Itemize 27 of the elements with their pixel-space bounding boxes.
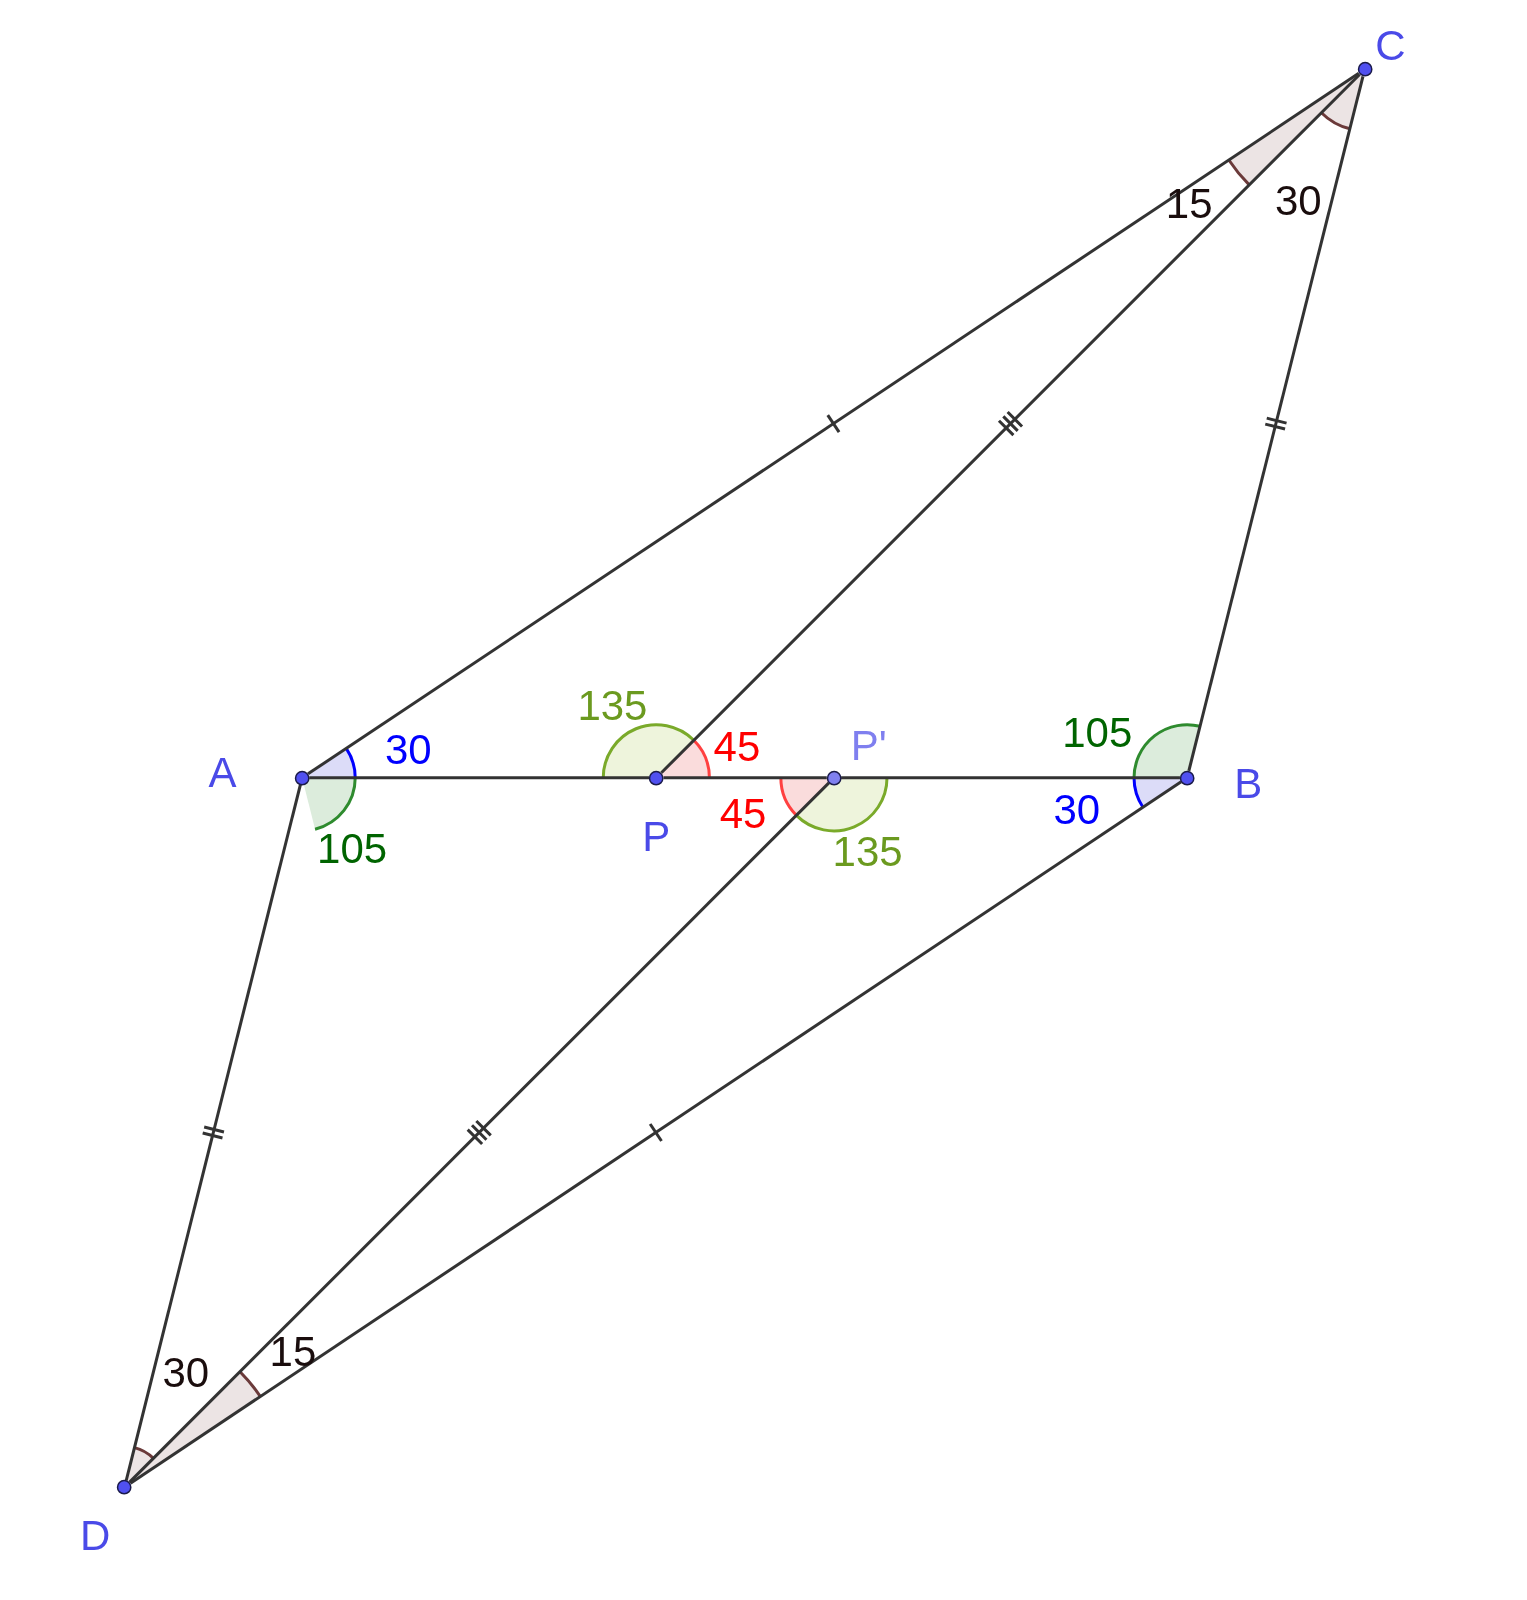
angle-measure: 135 <box>832 831 903 874</box>
line-segment <box>841 776 1180 780</box>
angle-measure: 105 <box>1062 711 1133 754</box>
angle-measure: 45 <box>719 792 767 835</box>
point-label: B <box>1234 762 1263 805</box>
line-segment <box>1187 75 1365 772</box>
angle-measure: 135 <box>577 685 648 728</box>
point-label: P' <box>850 725 887 768</box>
angle-measure: 30 <box>1275 180 1322 223</box>
angle-measure: 45 <box>713 726 761 769</box>
line-segment <box>129 780 1182 1485</box>
angle-measure: 15 <box>269 1331 317 1374</box>
angle-measure: 105 <box>317 828 388 871</box>
line-segment <box>660 73 1361 774</box>
angle-measure: 15 <box>1165 183 1213 226</box>
point-label: P <box>642 815 671 858</box>
line-segment <box>309 776 650 780</box>
line-segment <box>128 781 830 1484</box>
line-segment <box>663 776 827 780</box>
line-segment <box>124 784 302 1481</box>
point-label: A <box>208 751 237 794</box>
angle-measure: 30 <box>1053 789 1101 832</box>
angle-measure: 30 <box>384 729 432 772</box>
point-label: C <box>1375 24 1406 67</box>
angle-measure: 30 <box>162 1351 210 1394</box>
line-segment <box>307 72 1360 776</box>
point-label: D <box>79 1515 111 1558</box>
